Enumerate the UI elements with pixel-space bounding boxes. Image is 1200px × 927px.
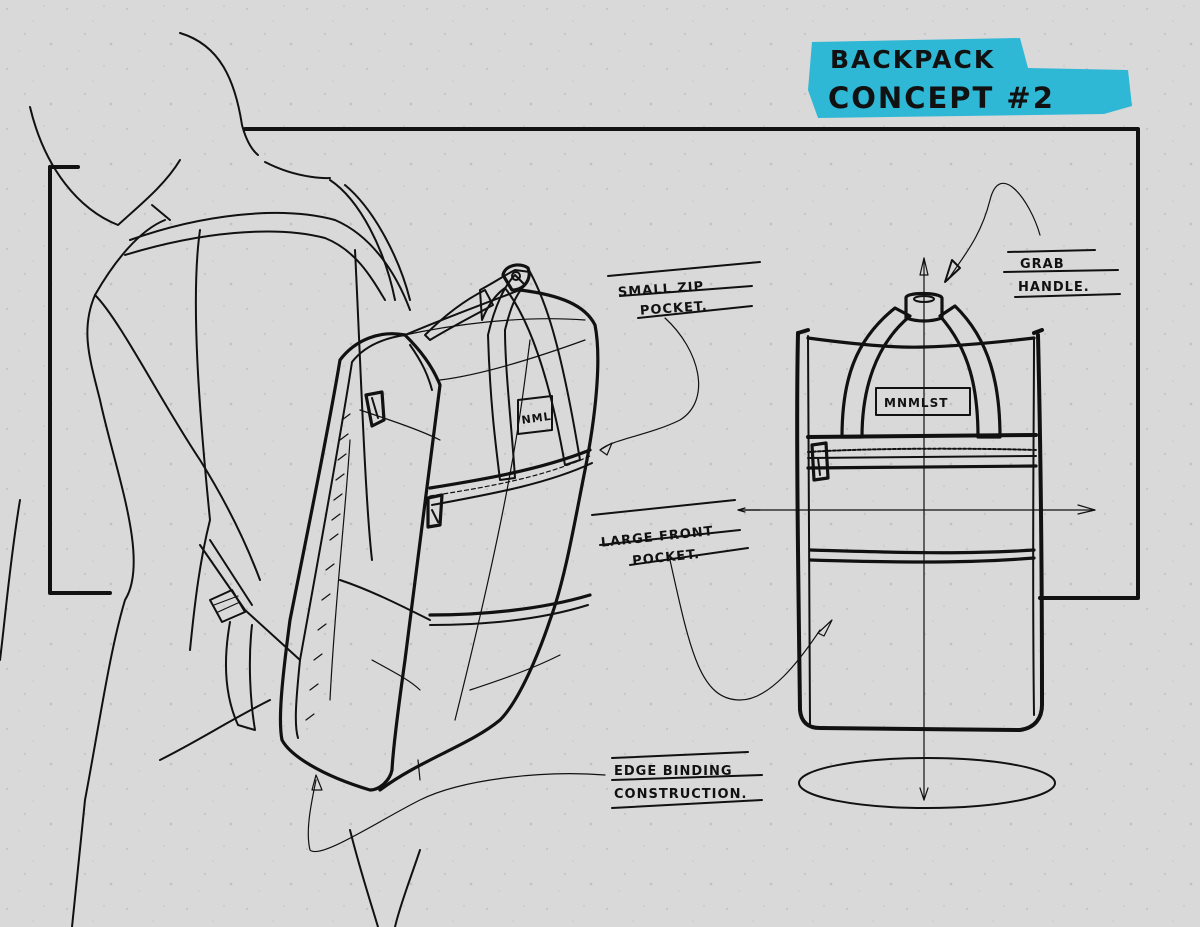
front-logo-text: MNMLST [884,396,948,410]
shoulder-straps [94,179,411,731]
edge-binding-line1: EDGE BINDING [614,764,733,779]
leader-lines [307,182,1041,853]
perspective-backpack: NML [278,263,600,792]
human-figure [0,32,421,927]
title-highlight [808,38,1132,118]
title-line-1: BACKPACK [830,45,995,74]
grab-handle-line1: GRAB [1020,257,1065,272]
front-view-backpack: MNMLST [744,257,1096,809]
title-line-2: CONCEPT #2 [828,81,1055,115]
title-block: BACKPACK CONCEPT #2 [808,38,1132,118]
edge-binding-line2: CONSTRUCTION. [614,787,747,802]
small-zip-pocket-line2: POCKET. [639,299,708,319]
ground-shadow [798,757,1056,809]
small-zip-pocket-line1: SMALL ZIP [618,279,705,300]
annotation-small-zip-pocket: SMALL ZIP POCKET. [607,261,761,319]
perspective-logo-text: NML [521,410,553,427]
annotation-edge-binding: EDGE BINDING CONSTRUCTION. [611,751,763,809]
large-front-pocket-line2: POCKET. [632,547,701,569]
grab-handle-line2: HANDLE. [1018,280,1090,295]
annotation-grab-handle: GRAB HANDLE. [1003,249,1121,298]
